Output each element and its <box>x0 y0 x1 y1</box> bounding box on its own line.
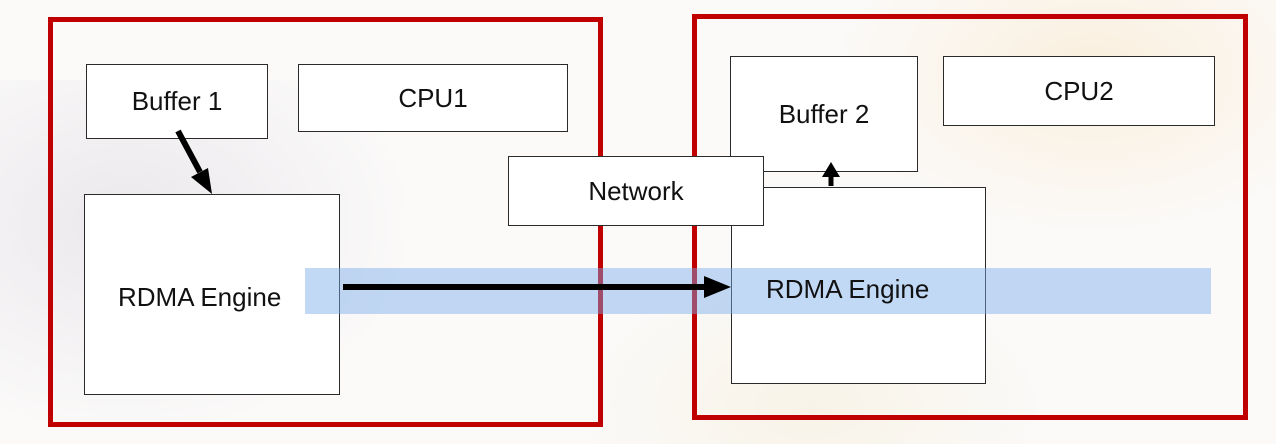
host-2-buffer: Buffer 2 <box>730 56 918 172</box>
engine-to-engine-arrow <box>343 276 731 298</box>
network-label: Network <box>588 175 684 206</box>
host-2-buffer-label: Buffer 2 <box>778 98 870 129</box>
host-2-cpu-label: CPU2 <box>1044 75 1114 106</box>
host-2-rdma-engine <box>731 187 986 384</box>
host-1-buffer-label: Buffer 1 <box>131 86 223 116</box>
host-1-cpu: CPU1 <box>298 64 568 132</box>
engine-to-buffer2-arrow <box>822 162 840 186</box>
network-box: Network <box>508 156 764 226</box>
host-1-cpu-label: CPU1 <box>398 82 468 113</box>
host-2-cpu: CPU2 <box>943 56 1215 126</box>
host-1-rdma-engine-label: RDMA Engine <box>118 282 282 312</box>
host-1-buffer: Buffer 1 <box>86 64 268 139</box>
rdma-path-highlight <box>305 268 1211 314</box>
host-1-rdma-engine <box>84 194 340 395</box>
buffer1-to-engine-arrow <box>175 129 212 194</box>
host-2-rdma-engine-label: RDMA Engine <box>766 274 930 304</box>
